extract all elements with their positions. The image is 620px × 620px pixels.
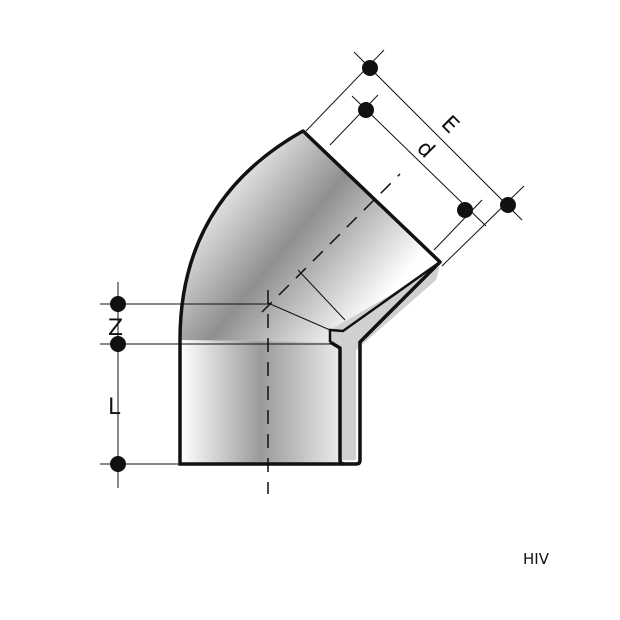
inner-socket-line-2 <box>267 302 331 331</box>
label-d: d <box>412 136 440 164</box>
extension-line-d-bottom <box>433 199 483 251</box>
dim-dot <box>358 102 374 118</box>
dim-dot <box>457 202 473 218</box>
elbow-wall <box>330 266 440 460</box>
dim-dot <box>110 336 126 352</box>
dim-dot <box>110 296 126 312</box>
elbow-lower-socket <box>180 340 360 463</box>
label-z: Z <box>108 316 123 341</box>
label-e: E <box>436 111 464 139</box>
extension-line-d-top <box>329 94 379 146</box>
dim-dot <box>110 456 126 472</box>
product-code-label: HIV <box>523 550 549 568</box>
centerline-angled <box>261 173 401 313</box>
label-l: L <box>108 395 121 420</box>
elbow-bend-body <box>180 131 440 342</box>
dimension-line-e <box>353 51 523 221</box>
inner-socket-line <box>297 269 346 321</box>
socket-bottom-line <box>328 260 441 342</box>
dim-dot <box>362 60 378 76</box>
dim-dot <box>500 197 516 213</box>
